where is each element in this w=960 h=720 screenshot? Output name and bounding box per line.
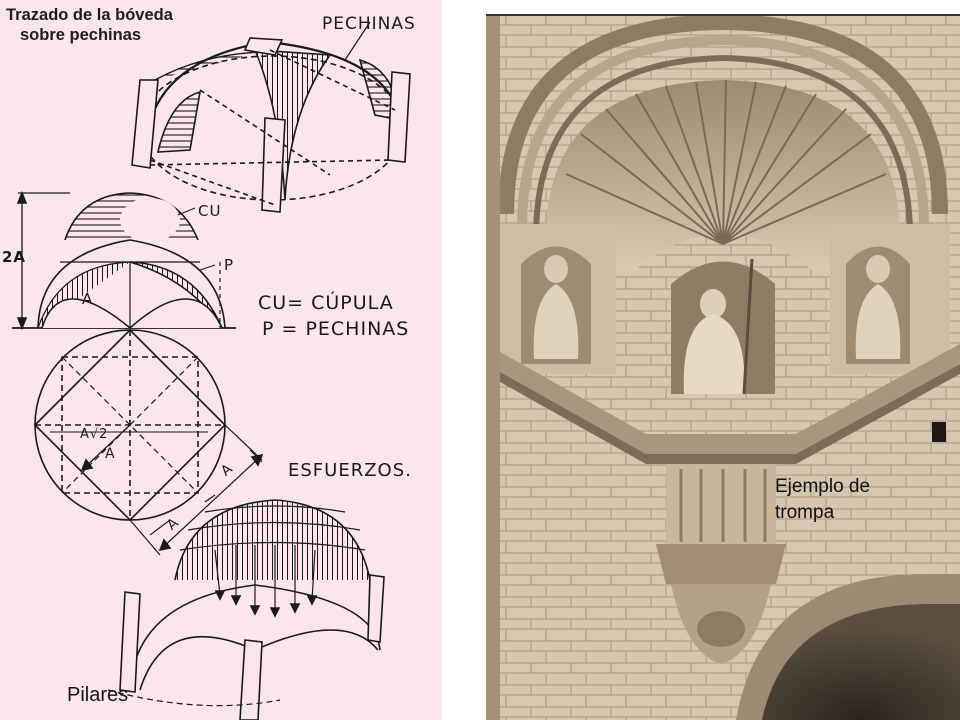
label-a-elevation: A <box>82 290 94 308</box>
squinch-illustration <box>486 14 960 720</box>
photo-caption: Ejemplo de trompa <box>775 474 935 526</box>
figure-elevation <box>12 190 236 331</box>
label-p: P <box>224 256 235 274</box>
squinch-photo <box>486 14 960 720</box>
legend-pechinas: P = PECHINAS <box>262 318 410 340</box>
legend-cupula: CU= CÚPULA <box>258 292 394 314</box>
figure-stresses <box>107 499 385 720</box>
label-cu: CU <box>198 202 222 220</box>
label-a-plan: A <box>105 446 116 462</box>
figure-plan <box>33 328 264 556</box>
caption-line-1: Ejemplo de <box>775 476 871 497</box>
label-pilares: Pilares <box>67 684 129 706</box>
label-pechinas-top: PECHINAS <box>322 14 416 34</box>
label-a-root2: A√2 <box>80 427 109 442</box>
caption-line-2: trompa <box>775 502 835 523</box>
label-esfuerzos: ESFUERZOS. <box>288 460 412 481</box>
figure-vault-perspective <box>131 21 411 213</box>
drawing-panel <box>0 0 442 720</box>
title-line-2: sobre pechinas <box>20 26 142 44</box>
photo-top-border <box>486 14 960 16</box>
label-2a: 2A <box>2 248 27 266</box>
title-line-1: Trazado de la bóveda <box>6 6 173 24</box>
